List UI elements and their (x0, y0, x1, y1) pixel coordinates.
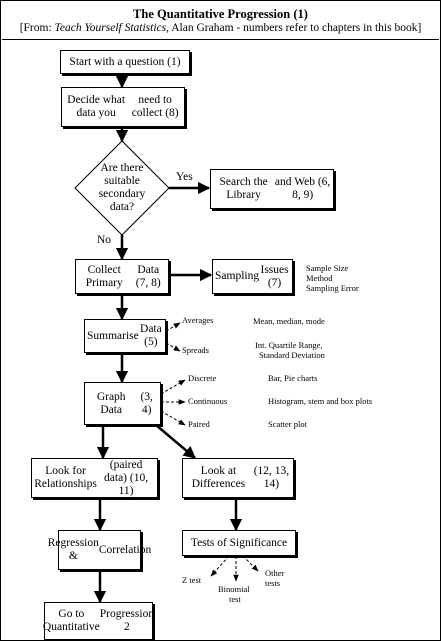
node-sampling-line: Issues (7) (260, 263, 289, 289)
node-collect-line: Collect Primary (85, 263, 123, 289)
node-regression-line: Regression & (47, 537, 99, 562)
node-significance: Tests of Significance (182, 530, 296, 556)
arrow-to-averages (165, 322, 181, 332)
arrow-to-discrete (160, 379, 186, 395)
branch-detail-spreads-2: Standard Deviation (259, 350, 325, 360)
node-progression2-line: Progression 2 (99, 608, 155, 633)
header: The Quantitative Progression (1) [From: … (2, 2, 439, 40)
node-search-line: Search the Library (219, 176, 268, 201)
branch-label-spreads: Spreads (182, 345, 209, 355)
edge-label-yes: Yes (176, 171, 193, 183)
node-start: Start with a question (1) (60, 50, 190, 74)
branch-label-continuous: Continuous (188, 396, 228, 406)
branch-detail-discrete: Bar, Pie charts (268, 373, 318, 383)
branch-detail-spreads-1: Int. Quartile Range, (255, 340, 323, 350)
arrow-to-paired (160, 410, 186, 426)
node-relationships-line: (paired data) (10, 11) (104, 458, 149, 497)
node-decide-line: need to collect (8) (131, 94, 179, 119)
node-collect-line: Data (7, 8) (135, 263, 161, 289)
node-search-line: and Web (6, 8, 9) (274, 176, 331, 201)
subtitle-suffix: , Alan Graham - numbers refer to chapter… (166, 22, 422, 34)
arrow-to-z-test (210, 555, 230, 577)
node-decide-line: Decide what data you (67, 94, 126, 119)
node-progression2-line: Go to Quantitative (42, 608, 100, 633)
arrow-to-other-tests (242, 555, 259, 572)
sampling-note-method: Method (306, 273, 333, 283)
node-regression-line: Correlation (98, 543, 152, 556)
node-graph-line: (3, 4) (140, 390, 153, 416)
node-summarise-line: Summarise (87, 329, 139, 342)
page-title: The Quantitative Progression (1) (133, 7, 308, 21)
node-decision-line: data? (109, 201, 135, 213)
node-differences-line: Look at Differences (191, 465, 246, 490)
test-z: Z test (182, 575, 202, 585)
branch-label-paired: Paired (188, 419, 210, 429)
node-decision-line: suitable (104, 175, 140, 187)
node-differences-line: (12, 13, 14) (253, 465, 290, 490)
branch-label-averages: Averages (182, 315, 214, 325)
page-subtitle: [From: Teach Yourself Statistics, Alan G… (2, 21, 439, 35)
subtitle-book: Teach Yourself Statistics (54, 22, 167, 34)
node-graph-line: Graph Data (96, 390, 126, 416)
node-relationships-line: Look for Relationships (34, 465, 97, 490)
sampling-note-error: Sampling Error (306, 283, 359, 293)
branch-detail-continuous: Histogram, stem and box plots (268, 396, 373, 406)
node-significance-line: Tests of Significance (190, 536, 288, 549)
branch-detail-averages: Mean, median, mode (253, 316, 325, 326)
node-summarise-line: Data (5) (140, 323, 162, 348)
branch-detail-paired: Scatter plot (268, 419, 307, 429)
arrow-to-spreads (165, 342, 181, 352)
node-regression: Regression &Correlation (48, 530, 151, 570)
sampling-note-size: Sample Size (306, 263, 349, 273)
node-graph: Graph Data (3, 4) (84, 382, 161, 425)
test-other-1: Other (265, 568, 285, 578)
node-start-line: Start with a question (1) (69, 55, 181, 68)
test-binomial-1: Binomial (218, 584, 250, 594)
arrow-graph-to-differences (155, 424, 196, 459)
test-binomial-2: test (229, 594, 241, 604)
node-sampling-line: Sampling (215, 270, 260, 282)
test-other-2: tests (265, 578, 281, 588)
node-collect: Collect Primary Data (7, 8) (75, 259, 169, 294)
edge-label-no: No (97, 234, 112, 246)
node-decision-line: secondary (98, 188, 146, 200)
subtitle-prefix: [From: (19, 22, 55, 34)
branch-label-discrete: Discrete (188, 373, 217, 383)
node-decision-line: Are there (100, 162, 144, 174)
node-relationships: Look for Relationships (paired data) (10,… (31, 458, 158, 498)
node-differences: Look at Differences (12, 13, 14) (182, 458, 294, 498)
